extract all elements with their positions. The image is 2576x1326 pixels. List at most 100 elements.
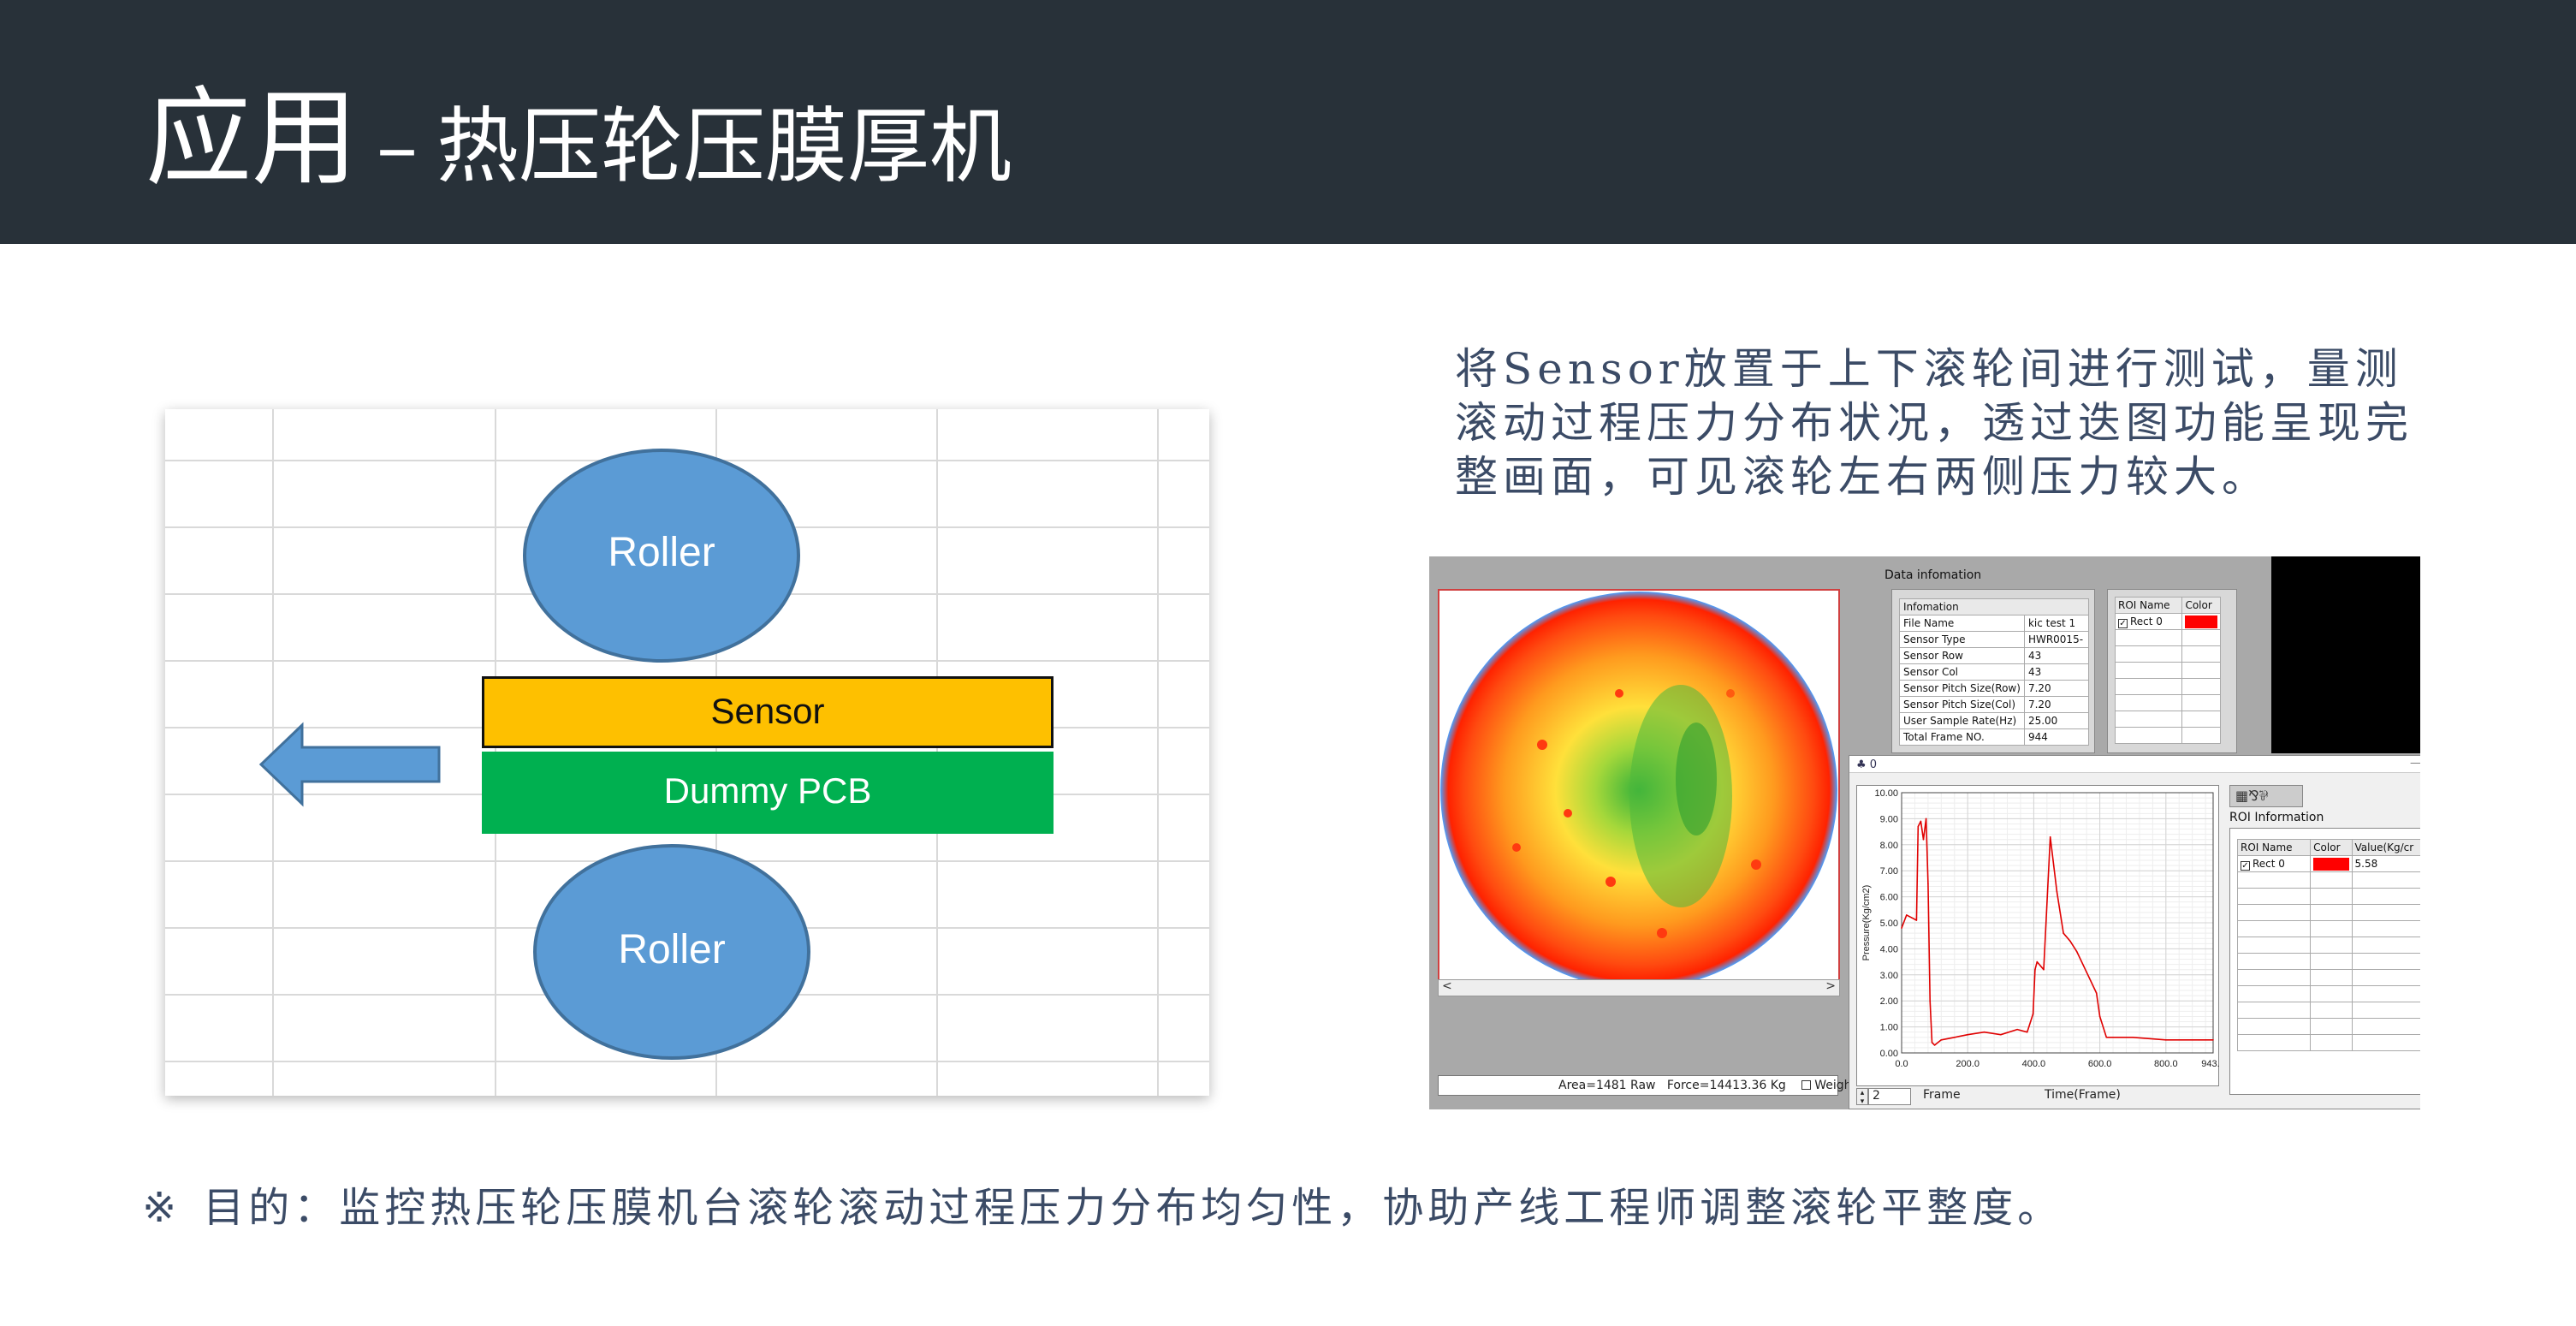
scroll-left-icon[interactable]: < [1442,979,1452,993]
table-row[interactable]: ✓Rect 0 5.58 [2236,855,2420,872]
heatmap-scrollbar[interactable]: < > [1438,979,1840,996]
y-tick-label: 0.00 [1880,1049,1898,1059]
data-point [1905,914,1908,916]
data-point [2095,992,2098,994]
y-tick-label: 5.00 [1880,919,1898,929]
top-roller: Roller [521,447,802,664]
roller-diagram: Roller Sensor Dummy PCB Roller [165,409,1209,1096]
top-roller-label: Roller [608,530,715,575]
software-screenshot: < > Area=1481 Raw Force=14413.36 Kg Weig… [1429,556,2420,1109]
data-point [2043,968,2045,971]
roi-list-panel: ROI Name Color ✓Rect 0 [2107,589,2237,753]
series-line [1901,818,2213,1046]
x-tick-label: 400.0 [2022,1059,2046,1069]
data-point [2056,890,2058,893]
data-point [2016,1028,2018,1031]
data-point [2034,968,2036,971]
x-tick-label: 200.0 [1956,1059,1979,1069]
data-point [1917,825,1920,828]
data-point [1925,818,1927,820]
data-point [2086,971,2087,973]
y-tick-label: 7.00 [1880,866,1898,877]
y-tick-label: 6.00 [1880,893,1898,903]
data-point [2132,1036,2134,1038]
roi-info-checkbox[interactable]: ✓ [2241,860,2250,871]
table-row: Total Frame NO.944 [1899,728,2090,746]
data-point [1910,917,1913,919]
data-point [1927,883,1929,885]
roi-color-swatch [2185,615,2217,628]
x-tick-label: 0.0 [1895,1059,1908,1069]
data-point [1967,1033,1969,1036]
roi-info-color-header: Color [2310,839,2353,856]
y-tick-label: 2.00 [1880,996,1898,1007]
x-tick-label: 943.0 [2201,1059,2220,1069]
data-point [2165,1039,2167,1041]
roi-info-value: 5.58 [2351,855,2420,872]
table-row: Sensor Pitch Size(Row)7.20 [1899,680,2090,697]
data-point [1901,927,1902,929]
bottom-roller-label: Roller [618,927,726,972]
app-icon: ♣ 0 [1856,758,1878,771]
roi-info-table: ROI Name Color Value(Kg/cr ✓Rect 0 5.58 [2236,839,2420,1051]
preview-area [2271,556,2420,753]
pressure-heatmap-image [1440,592,1837,989]
slide-title: 应用–热压轮压膜厚机 [145,51,1012,205]
data-point [2049,835,2051,838]
data-point [2036,960,2039,963]
plot-area [1901,792,2214,1054]
roi-checkbox[interactable]: ✓ [2118,618,2128,628]
data-point [1920,820,1922,823]
status-force: Force=14413.36 Kg [1666,1079,1786,1092]
description-text: 将Sensor放置于上下滚轮间进行测试，量测滚动过程压力分布状况，透过迭图功能呈… [1455,344,2413,502]
x-axis-label: Time(Frame) [2045,1088,2121,1102]
y-tick-label: 1.00 [1880,1023,1898,1033]
table-row[interactable]: ✓Rect 0 [2114,613,2221,630]
frame-input[interactable]: 2 [1868,1088,1911,1105]
reference-mark: ※ [142,1184,181,1232]
roi-name-header: ROI Name [2114,597,2183,614]
roi-color-header: Color [2181,597,2221,614]
pressure-heatmap [1438,589,1840,991]
roi-list-table: ROI Name Color ✓Rect 0 [2114,597,2221,744]
left-arrow-icon [258,722,441,807]
table-row: Sensor Pitch Size(Col)7.20 [1899,696,2090,713]
pressure-time-chart-svg: 0.001.002.003.004.005.006.007.008.009.00… [1861,788,2220,1069]
slide-title-separator: – [377,98,418,194]
chart-toolbar[interactable]: ▦⅋⅌ [2229,785,2303,807]
roi-info-value-header: Value(Kg/cr [2351,839,2420,856]
y-tick-label: 8.00 [1880,841,1898,851]
data-point [2212,1039,2214,1041]
data-point [1922,838,1925,841]
data-point [1933,1044,1936,1046]
data-info-caption: Data infomation [1885,568,1982,582]
roi-info-caption: ROI Information [2229,811,2324,824]
bottom-roller-shape [533,844,810,1060]
minimize-icon[interactable]: — [2410,757,2420,770]
table-row: User Sample Rate(Hz)25.00 [1899,712,2090,729]
data-point [1929,1000,1931,1002]
roi-info-panel: ROI Name Color Value(Kg/cr ✓Rect 0 5.58 [2229,828,2420,1095]
frame-stepper[interactable]: ▴▾ [1856,1088,1868,1106]
y-tick-label: 4.00 [1880,944,1898,954]
y-tick-label: 10.00 [1874,788,1898,799]
scroll-right-icon[interactable]: > [1825,979,1836,993]
data-point [2063,932,2064,934]
data-point [2098,1015,2101,1018]
dummy-pcb-bar: Dummy PCB [482,752,1054,834]
y-tick-label: 9.00 [1880,814,1898,824]
x-tick-label: 800.0 [2154,1059,2178,1069]
data-point [2000,1033,2002,1036]
data-point [2105,1036,2108,1038]
dummy-pcb-label: Dummy PCB [663,770,872,811]
weight-center-checkbox[interactable] [1801,1080,1812,1090]
sensor-label: Sensor [710,691,825,731]
data-point [2032,1013,2034,1015]
slide-title-sub: 热压轮压膜厚机 [436,98,1012,194]
